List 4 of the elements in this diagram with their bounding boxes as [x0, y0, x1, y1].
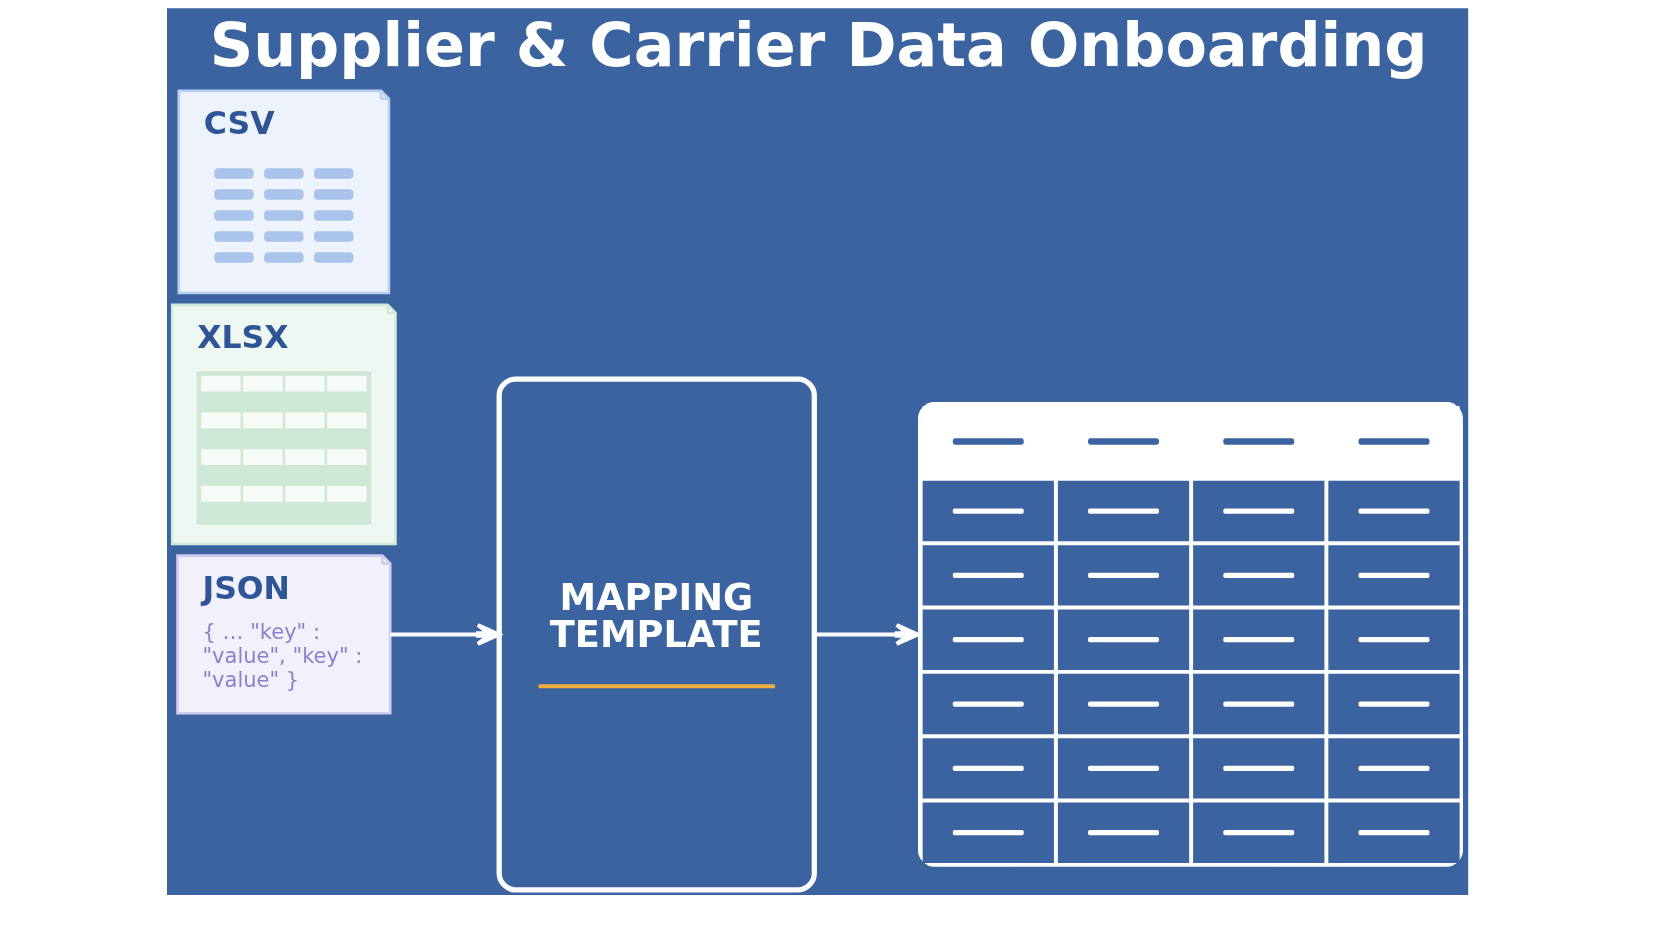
- arrow: [389, 623, 501, 646]
- node-box: MAPPING TEMPLATE: [496, 376, 817, 893]
- diagram-title: Supplier & Carrier Data Onboarding: [209, 9, 1428, 80]
- arrow: [814, 623, 920, 646]
